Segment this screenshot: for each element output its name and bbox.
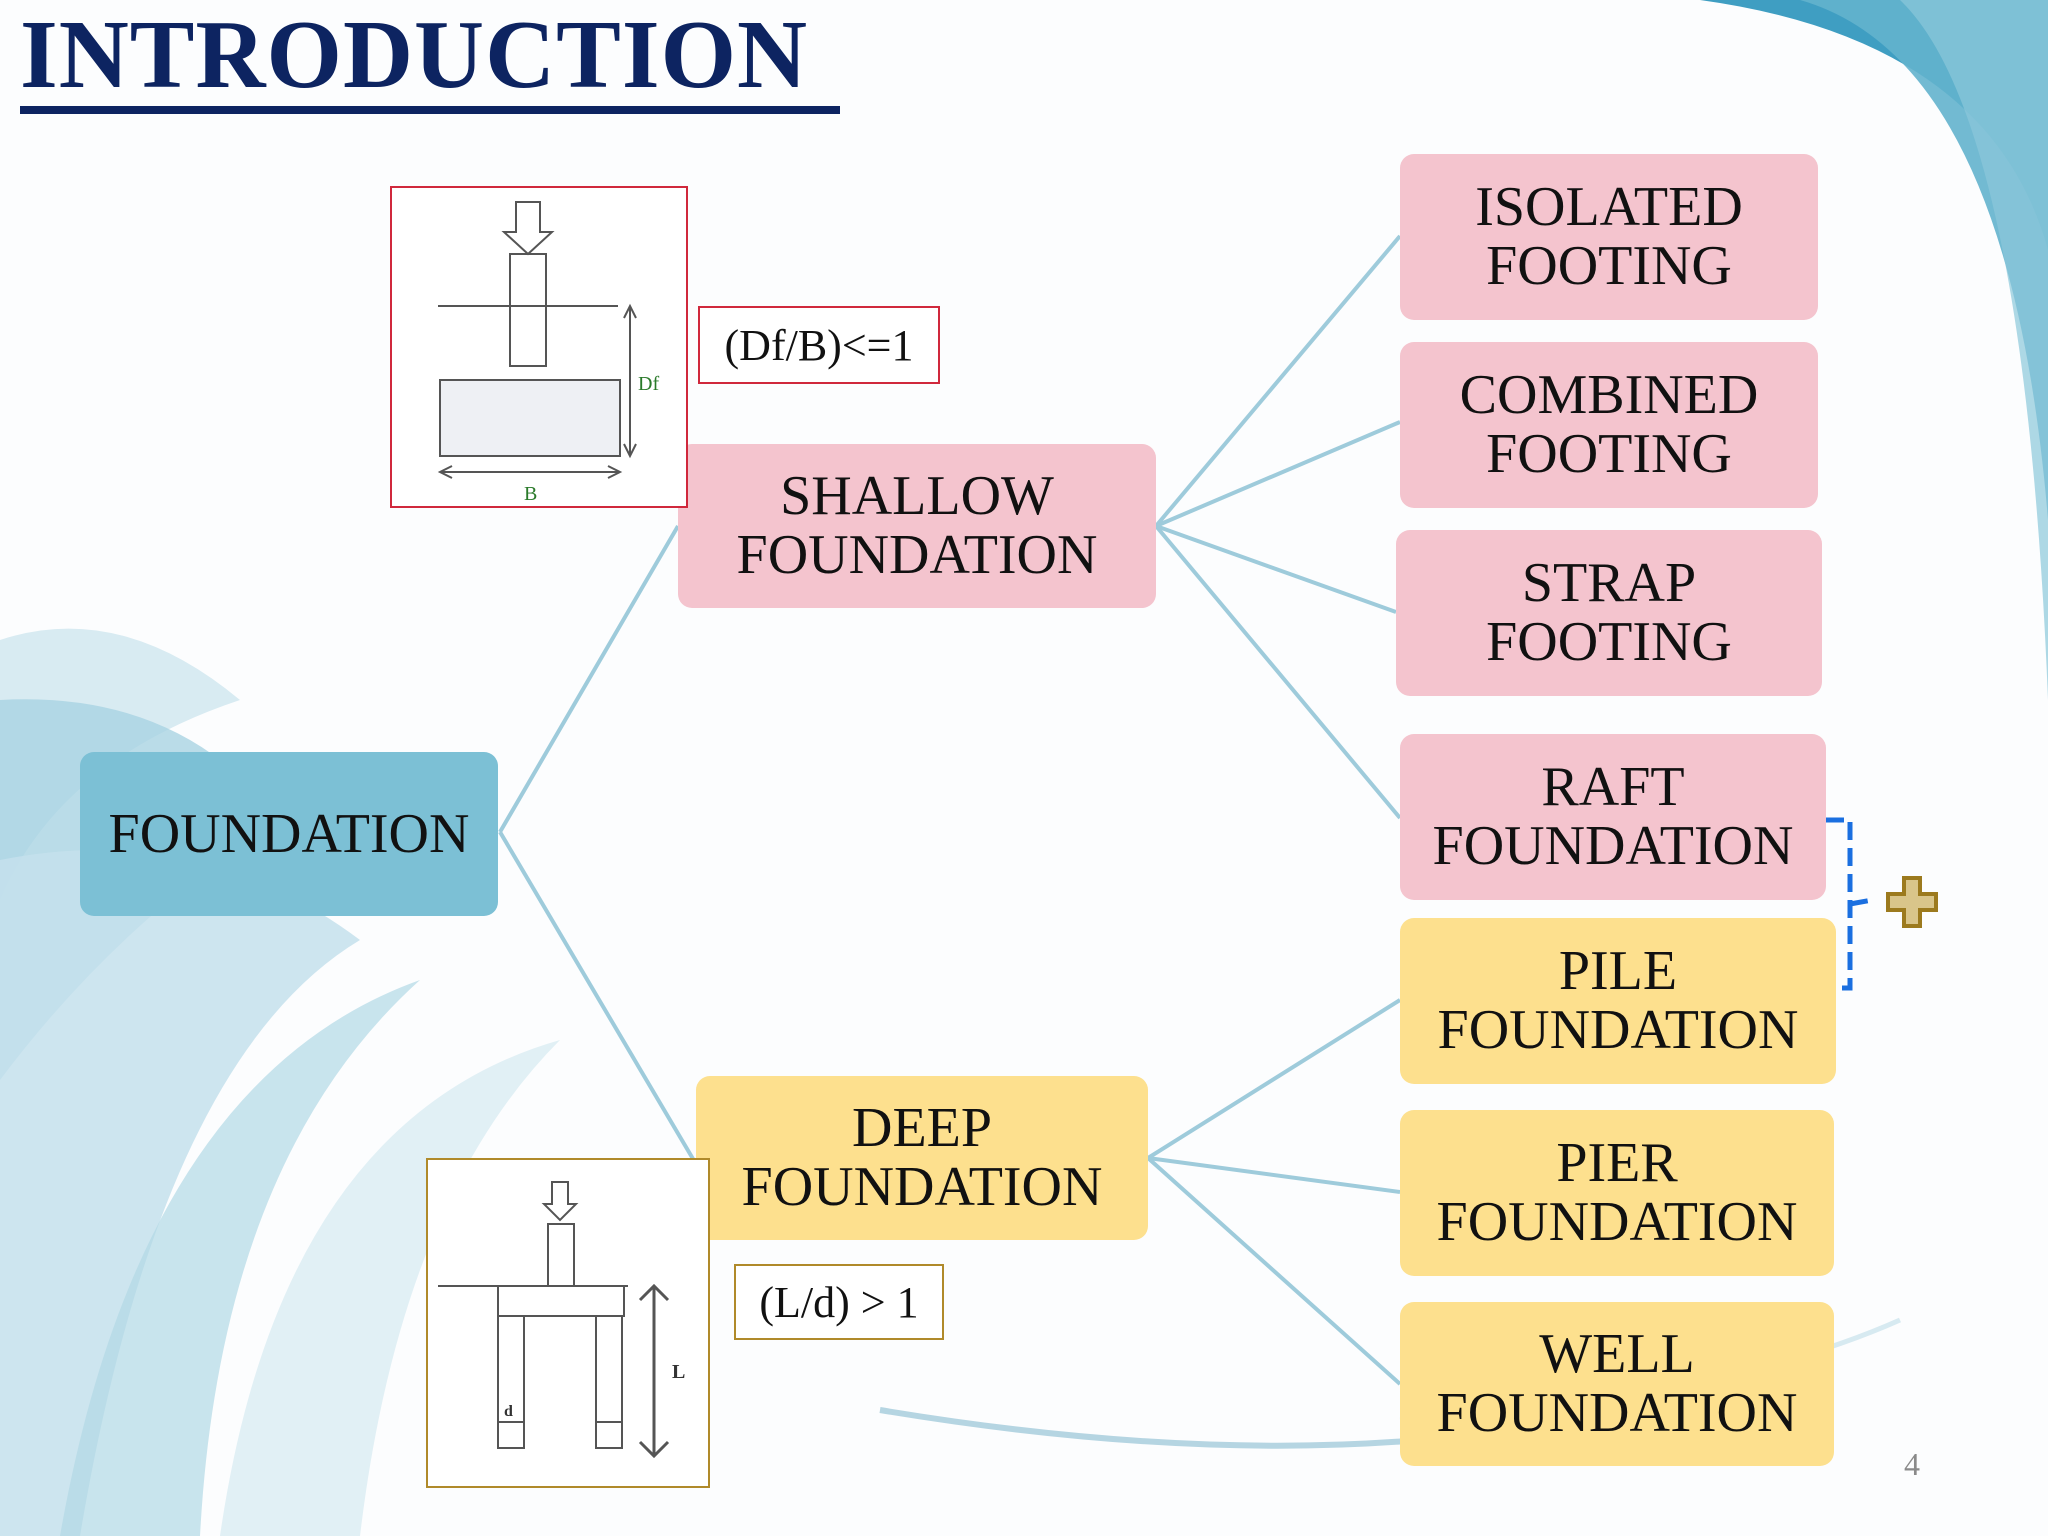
node-well-line1: WELL [1539, 1323, 1695, 1386]
node-combined-line2: FOOTING [1486, 423, 1732, 485]
node-deep-line2: FOUNDATION [741, 1156, 1103, 1218]
node-isolated-line1: ISOLATED [1475, 176, 1743, 239]
connector-root-deep [498, 830, 698, 1166]
shallow-footing-figure: Df B [390, 186, 688, 508]
connector-shallow-isolated [1154, 234, 1402, 528]
node-pier-line2: FOUNDATION [1436, 1191, 1798, 1253]
pile-left-shape [497, 1315, 525, 1449]
pile-cap-shape [497, 1285, 625, 1317]
node-deep-line1: DEEP [852, 1097, 992, 1160]
node-strap-footing: STRAP FOOTING [1396, 530, 1822, 696]
depth-label: Df [638, 373, 659, 395]
node-pier-line1: PIER [1556, 1132, 1678, 1195]
connector-root-shallow [498, 524, 680, 834]
node-shallow-line2: FOUNDATION [736, 524, 1098, 586]
column-shape [547, 1223, 575, 1287]
node-pile-foundation: PILE FOUNDATION [1400, 918, 1836, 1084]
node-isolated-line2: FOOTING [1486, 235, 1732, 297]
node-shallow-line1: SHALLOW [780, 465, 1054, 528]
load-arrow-icon [541, 1181, 579, 1222]
deep-condition-text: (L/d) > 1 [759, 1277, 919, 1327]
node-foundation-label: FOUNDATION [108, 802, 470, 865]
node-deep-foundation: DEEP FOUNDATION [696, 1076, 1148, 1240]
connector-shallow-raft [1154, 524, 1402, 820]
node-foundation: FOUNDATION [80, 752, 498, 916]
length-label: L [672, 1361, 685, 1383]
title-underline [20, 106, 840, 114]
node-well-foundation: WELL FOUNDATION [1400, 1302, 1834, 1466]
node-pier-foundation: PIER FOUNDATION [1400, 1110, 1834, 1276]
connector-deep-well [1146, 1156, 1402, 1386]
deep-pile-figure: L d [426, 1158, 710, 1488]
node-pile-line1: PILE [1558, 940, 1678, 1003]
shallow-condition: (Df/B)<=1 [698, 306, 940, 384]
connector-deep-pier [1147, 1156, 1401, 1194]
node-raft-line1: RAFT [1541, 756, 1685, 819]
page-number: 4 [1904, 1446, 1920, 1482]
deep-condition: (L/d) > 1 [734, 1264, 944, 1340]
node-raft-line2: FOUNDATION [1432, 815, 1794, 877]
node-combined-line1: COMBINED [1459, 364, 1759, 427]
diameter-label: d [504, 1403, 513, 1420]
slide-title: INTRODUCTION [20, 1, 809, 108]
node-combined-footing: COMBINED FOOTING [1400, 342, 1818, 508]
connector-shallow-strap [1155, 524, 1397, 614]
connector-deep-pile [1146, 998, 1402, 1160]
footing-shape [439, 379, 621, 457]
node-shallow-foundation: SHALLOW FOUNDATION [678, 444, 1156, 608]
load-arrow-icon [501, 201, 555, 256]
node-isolated-footing: ISOLATED FOOTING [1400, 154, 1818, 320]
node-pile-line2: FOUNDATION [1437, 999, 1799, 1061]
shallow-condition-text: (Df/B)<=1 [724, 320, 914, 370]
connector-shallow-combined [1155, 420, 1401, 528]
pile-right-shape [595, 1315, 623, 1449]
node-raft-foundation: RAFT FOUNDATION [1400, 734, 1826, 900]
width-label: B [524, 483, 537, 505]
node-well-line2: FOUNDATION [1436, 1382, 1798, 1444]
node-strap-line2: FOOTING [1486, 611, 1732, 673]
plus-icon[interactable] [1884, 874, 1940, 930]
node-strap-line1: STRAP [1521, 552, 1697, 615]
column-shape [509, 253, 547, 367]
dashed-bracket [1826, 817, 1873, 991]
